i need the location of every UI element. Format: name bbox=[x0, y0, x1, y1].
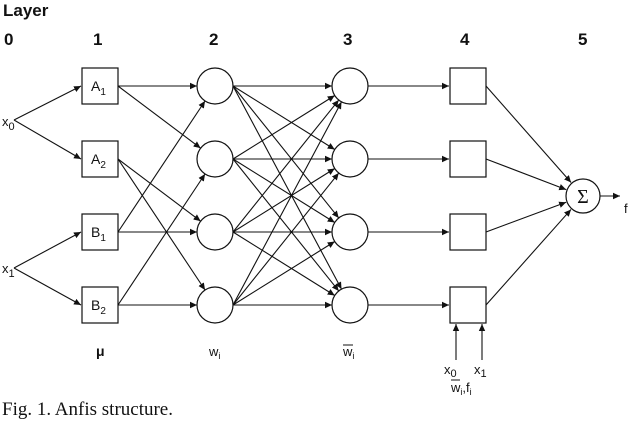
sum-node bbox=[565, 178, 601, 214]
node-wbar4 bbox=[331, 286, 369, 324]
node-wbar3 bbox=[331, 213, 369, 251]
layer2 bbox=[196, 67, 234, 324]
edge-l2-1-l3-3 bbox=[232, 158, 340, 292]
mu-label: μ bbox=[96, 343, 105, 359]
layer-number-0: 0 bbox=[4, 30, 13, 49]
layer4-x0-label: x0 bbox=[444, 362, 457, 380]
node-b1 bbox=[81, 213, 119, 251]
layer-numbers: 0 1 2 3 4 5 bbox=[4, 30, 587, 49]
edge-l2-3-l3-1 bbox=[232, 172, 340, 306]
layer-number-1: 1 bbox=[93, 30, 102, 49]
output-label: f bbox=[624, 201, 628, 216]
node-b1-label: B1 bbox=[91, 224, 106, 244]
node-l4-1 bbox=[449, 67, 487, 105]
node-wbar2 bbox=[331, 140, 369, 178]
node-b2-label: B2 bbox=[91, 297, 106, 317]
node-l4-4 bbox=[449, 286, 487, 324]
edge-x1-b1 bbox=[13, 231, 82, 269]
node-w2 bbox=[196, 140, 234, 178]
edge-l4-sum-3 bbox=[485, 209, 572, 306]
edge-l2-3-l3-2 bbox=[232, 241, 336, 306]
wbar-label: wi bbox=[342, 344, 354, 361]
node-w3 bbox=[196, 213, 234, 251]
edge-l1-2-l2-0 bbox=[117, 100, 206, 233]
layer-number-3: 3 bbox=[343, 30, 352, 49]
layer-number-4: 4 bbox=[460, 30, 470, 49]
edge-l2-2-l3-1 bbox=[232, 168, 336, 233]
edge-l2-0-l3-1 bbox=[232, 85, 336, 150]
node-l4-2 bbox=[449, 140, 487, 178]
node-a2 bbox=[81, 140, 119, 178]
edge-l2-0-l3-2 bbox=[232, 85, 340, 219]
node-b2 bbox=[81, 286, 119, 324]
layer-title: Layer bbox=[3, 1, 49, 20]
edge-l2-1-l3-0 bbox=[232, 95, 336, 160]
edge-l2-0-l3-3 bbox=[232, 85, 343, 290]
edge-l1-3-l2-1 bbox=[117, 173, 206, 306]
node-w4 bbox=[196, 286, 234, 324]
edge-l1-0-l2-1 bbox=[117, 85, 201, 149]
node-w1 bbox=[196, 67, 234, 105]
figure-caption: Fig. 1. Anfis structure. bbox=[2, 399, 173, 420]
sum-symbol: Σ bbox=[577, 186, 589, 208]
input-x0: x0 bbox=[2, 114, 15, 133]
edge-x1-b2 bbox=[13, 267, 82, 306]
layer1 bbox=[81, 67, 119, 324]
edge-l2-3-l3-0 bbox=[232, 101, 343, 306]
edge-l2-1-l3-2 bbox=[232, 158, 336, 223]
node-a1-label: A1 bbox=[91, 78, 106, 98]
node-a1 bbox=[81, 67, 119, 105]
edge-l1-1-l2-3 bbox=[117, 158, 206, 291]
layer4-x1-label: x1 bbox=[474, 362, 487, 380]
edge-l2-2-l3-0 bbox=[232, 99, 340, 233]
layer3 bbox=[331, 67, 369, 324]
edge-x0-a2 bbox=[13, 119, 82, 160]
edge-l2-2-l3-3 bbox=[232, 231, 336, 296]
wbar-f-label: wi,fi bbox=[450, 380, 472, 397]
input-x1: x1 bbox=[2, 261, 15, 280]
edge-l4-sum-0 bbox=[485, 85, 572, 183]
node-a2-label: A2 bbox=[91, 151, 106, 171]
edge-l1-1-l2-2 bbox=[117, 158, 201, 222]
edge-x0-a1 bbox=[13, 85, 82, 121]
edge-l4-sum-1 bbox=[485, 158, 567, 191]
edge-l4-sum-2 bbox=[485, 201, 567, 233]
node-wbar1 bbox=[331, 67, 369, 105]
layer-number-2: 2 bbox=[209, 30, 218, 49]
layer4 bbox=[449, 67, 487, 324]
layer1-labels: A1 A2 B1 B2 bbox=[91, 78, 106, 317]
node-l4-3 bbox=[449, 213, 487, 251]
layer-number-5: 5 bbox=[578, 30, 587, 49]
wi-label: wi bbox=[208, 344, 220, 361]
connections bbox=[13, 82, 620, 360]
